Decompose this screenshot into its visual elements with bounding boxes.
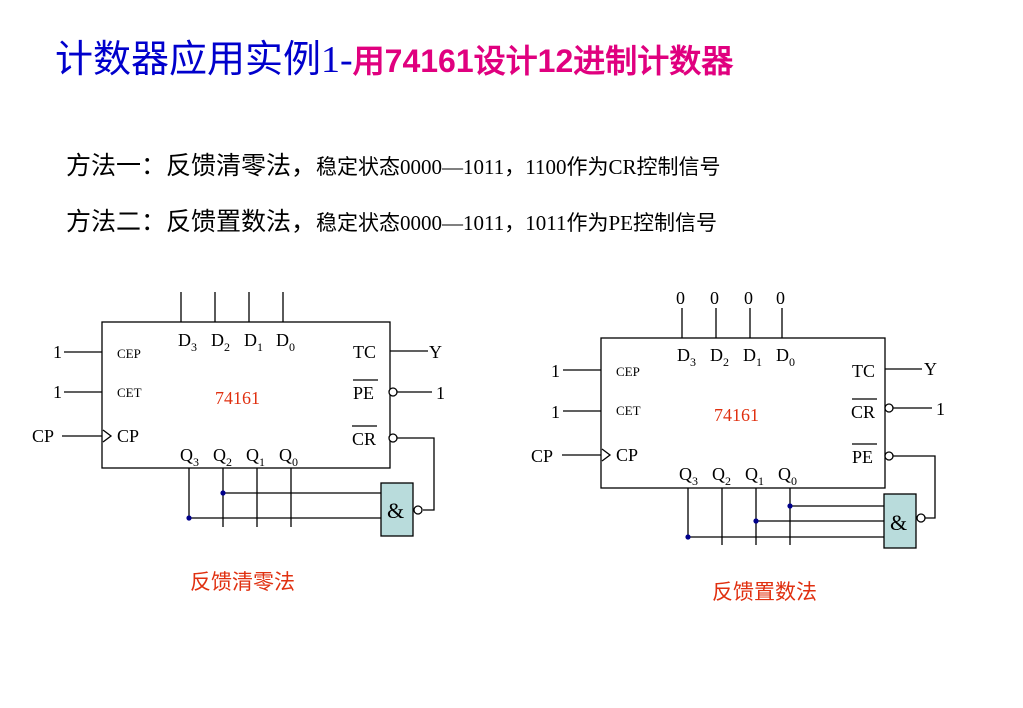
method-two: 方法二：反馈置数法，稳定状态0000—1011，1011作为PE控制信号 [66, 202, 717, 238]
data-input-d0-right: 0 [776, 288, 785, 308]
pin-d2-left: D2 [211, 330, 230, 354]
pin-q3-right: Q3 [679, 464, 698, 488]
output-y-left: Y [429, 342, 442, 362]
cr-bubble-right [884, 403, 894, 413]
caption-left: 反馈清零法 [190, 570, 295, 594]
pin-q1-left: Q1 [246, 445, 265, 469]
pin-cep-right: CEP [616, 364, 640, 379]
pin-cr-left: CR [352, 429, 376, 449]
pin-pe-right: PE [852, 447, 873, 467]
chip-label-right: 74161 [714, 405, 759, 425]
pin-q2-left: Q2 [213, 445, 232, 469]
chip-label-left: 74161 [215, 388, 260, 408]
junction-q1-right [753, 518, 759, 524]
title-main: 计数器应用实例1- [55, 39, 353, 81]
input-pe-left: 1 [436, 383, 445, 403]
caption-right: 反馈置数法 [712, 580, 817, 604]
input-cet-left: 1 [53, 382, 62, 402]
gate-symbol-left: & [387, 498, 404, 523]
chip-74161-right [600, 337, 886, 489]
page-title: 计数器应用实例1-用74161设计12进制计数器 [55, 28, 733, 83]
circuit-load-method [562, 308, 936, 549]
data-input-d1-right: 0 [744, 288, 753, 308]
method-two-label: 方法二：反馈置数法， [66, 209, 317, 236]
pin-tc-right: TC [852, 361, 875, 381]
clock-triangle-left [102, 429, 113, 443]
pe-bubble-left [388, 387, 398, 397]
input-cp-left: CP [32, 426, 54, 446]
method-one: 方法一：反馈清零法，稳定状态0000—1011，1100作为CR控制信号 [66, 146, 720, 182]
nand-gate-right [883, 493, 917, 549]
pin-pe-left: PE [353, 383, 374, 403]
method-one-label: 方法一：反馈清零法， [66, 153, 317, 180]
pin-d1-right: D1 [743, 345, 762, 369]
pin-q1-right: Q1 [745, 464, 764, 488]
junction-q2-left [220, 490, 226, 496]
pin-cet-left: CET [117, 385, 142, 400]
junction-q3-right [685, 534, 691, 540]
pin-tc-left: TC [353, 342, 376, 362]
clock-triangle-right [601, 448, 612, 462]
input-cp-right: CP [531, 446, 553, 466]
data-input-d3-right: 0 [676, 288, 685, 308]
wire-cr-feedback-left [397, 437, 435, 511]
output-y-right: Y [924, 359, 937, 379]
pin-d3-right: D3 [677, 345, 696, 369]
nand-bubble-right [916, 513, 926, 523]
pin-q2-right: Q2 [712, 464, 731, 488]
pin-cep-left: CEP [117, 346, 141, 361]
data-input-d2-right: 0 [710, 288, 719, 308]
pin-cp-left: CP [117, 426, 139, 446]
input-cr-right: 1 [936, 399, 945, 419]
pin-d2-right: D2 [710, 345, 729, 369]
nand-gate-left [380, 482, 414, 537]
title-sub: 用74161设计12进制计数器 [352, 43, 734, 79]
input-cet-right: 1 [551, 402, 560, 422]
nand-bubble-left [413, 505, 423, 515]
input-cep-left: 1 [53, 342, 62, 362]
junction-q3-left [186, 515, 192, 521]
pin-d3-left: D3 [178, 330, 197, 354]
pin-cp-right: CP [616, 445, 638, 465]
pin-q3-left: Q3 [180, 445, 199, 469]
wire-pe-feedback-right [893, 455, 936, 519]
pin-d0-left: D0 [276, 330, 295, 354]
pin-q0-right: Q0 [778, 464, 797, 488]
pin-cr-right: CR [851, 402, 875, 422]
method-two-detail: 稳定状态0000—1011，1011作为PE控制信号 [316, 211, 717, 235]
pin-d0-right: D0 [776, 345, 795, 369]
circuit-clear-method [62, 292, 435, 537]
junction-q0-right [787, 503, 793, 509]
cr-bubble-left [388, 433, 398, 443]
pe-bubble-right [884, 451, 894, 461]
pin-cet-right: CET [616, 403, 641, 418]
gate-symbol-right: & [890, 510, 907, 535]
pin-q0-left: Q0 [279, 445, 298, 469]
input-cep-right: 1 [551, 361, 560, 381]
pin-d1-left: D1 [244, 330, 263, 354]
method-one-detail: 稳定状态0000—1011，1100作为CR控制信号 [316, 155, 721, 179]
